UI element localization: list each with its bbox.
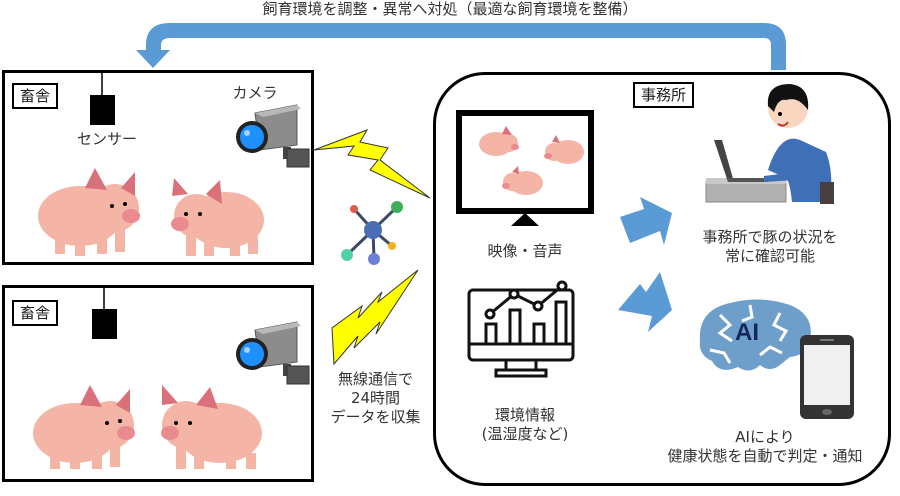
monitor-caption-line-2: 常に確認可能 xyxy=(724,247,815,265)
wireless-line-3: データを収集 xyxy=(330,408,421,426)
video-audio-label: 映像・音声 xyxy=(487,242,563,260)
smartphone-icon xyxy=(800,335,854,419)
barn-1-label: 畜舎 xyxy=(12,83,59,109)
wireless-line-1: 無線通信で xyxy=(337,370,413,388)
ai-caption: AIにより 健康状態を自動で判定・通知 xyxy=(640,428,890,466)
ai-caption-line-1: AIにより xyxy=(735,428,795,446)
office-worker-icon xyxy=(705,84,834,204)
env-info-line-2: (温湿度など) xyxy=(481,425,569,443)
ai-brain-icon: AI xyxy=(699,299,811,371)
monitor-caption: 事務所で豚の状況を 常に確認可能 xyxy=(670,228,870,266)
pig-icon xyxy=(479,126,519,156)
sensor-icon xyxy=(90,70,115,125)
office-label: 事務所 xyxy=(633,82,695,108)
sensor-label: センサー xyxy=(76,130,137,148)
env-chart-monitor-icon xyxy=(467,280,575,378)
env-info-line-1: 環境情報 xyxy=(494,406,555,424)
monitor-caption-line-1: 事務所で豚の状況を xyxy=(702,228,838,246)
pig-icon xyxy=(33,385,135,469)
camera-label: カメラ xyxy=(232,84,278,102)
wireless-caption: 無線通信で 24時間 データを収集 xyxy=(318,370,433,427)
feedback-caption: 飼育環境を調整・異常へ対処（最適な飼育環境を整備） xyxy=(262,0,638,18)
video-monitor-icon xyxy=(456,110,594,226)
camera-icon xyxy=(236,321,310,385)
pig-icon xyxy=(544,135,584,164)
network-hub-icon xyxy=(341,201,403,265)
wireless-line-2: 24時間 xyxy=(350,389,401,407)
camera-icon xyxy=(236,104,310,168)
arrow-right-icon xyxy=(620,197,672,245)
pig-icon xyxy=(502,166,543,195)
ai-text: AI xyxy=(735,319,759,346)
pig-icon xyxy=(171,178,264,256)
arrow-right-icon xyxy=(618,272,672,332)
lightning-icon xyxy=(313,129,431,199)
barn-2-label: 畜舎 xyxy=(12,300,59,326)
pig-icon xyxy=(38,168,140,256)
lightning-icon xyxy=(331,269,419,366)
pig-icon xyxy=(161,385,262,469)
sensor-icon xyxy=(92,285,117,339)
ai-caption-line-2: 健康状態を自動で判定・通知 xyxy=(667,447,863,465)
env-info-label: 環境情報 (温湿度など) xyxy=(460,406,590,444)
